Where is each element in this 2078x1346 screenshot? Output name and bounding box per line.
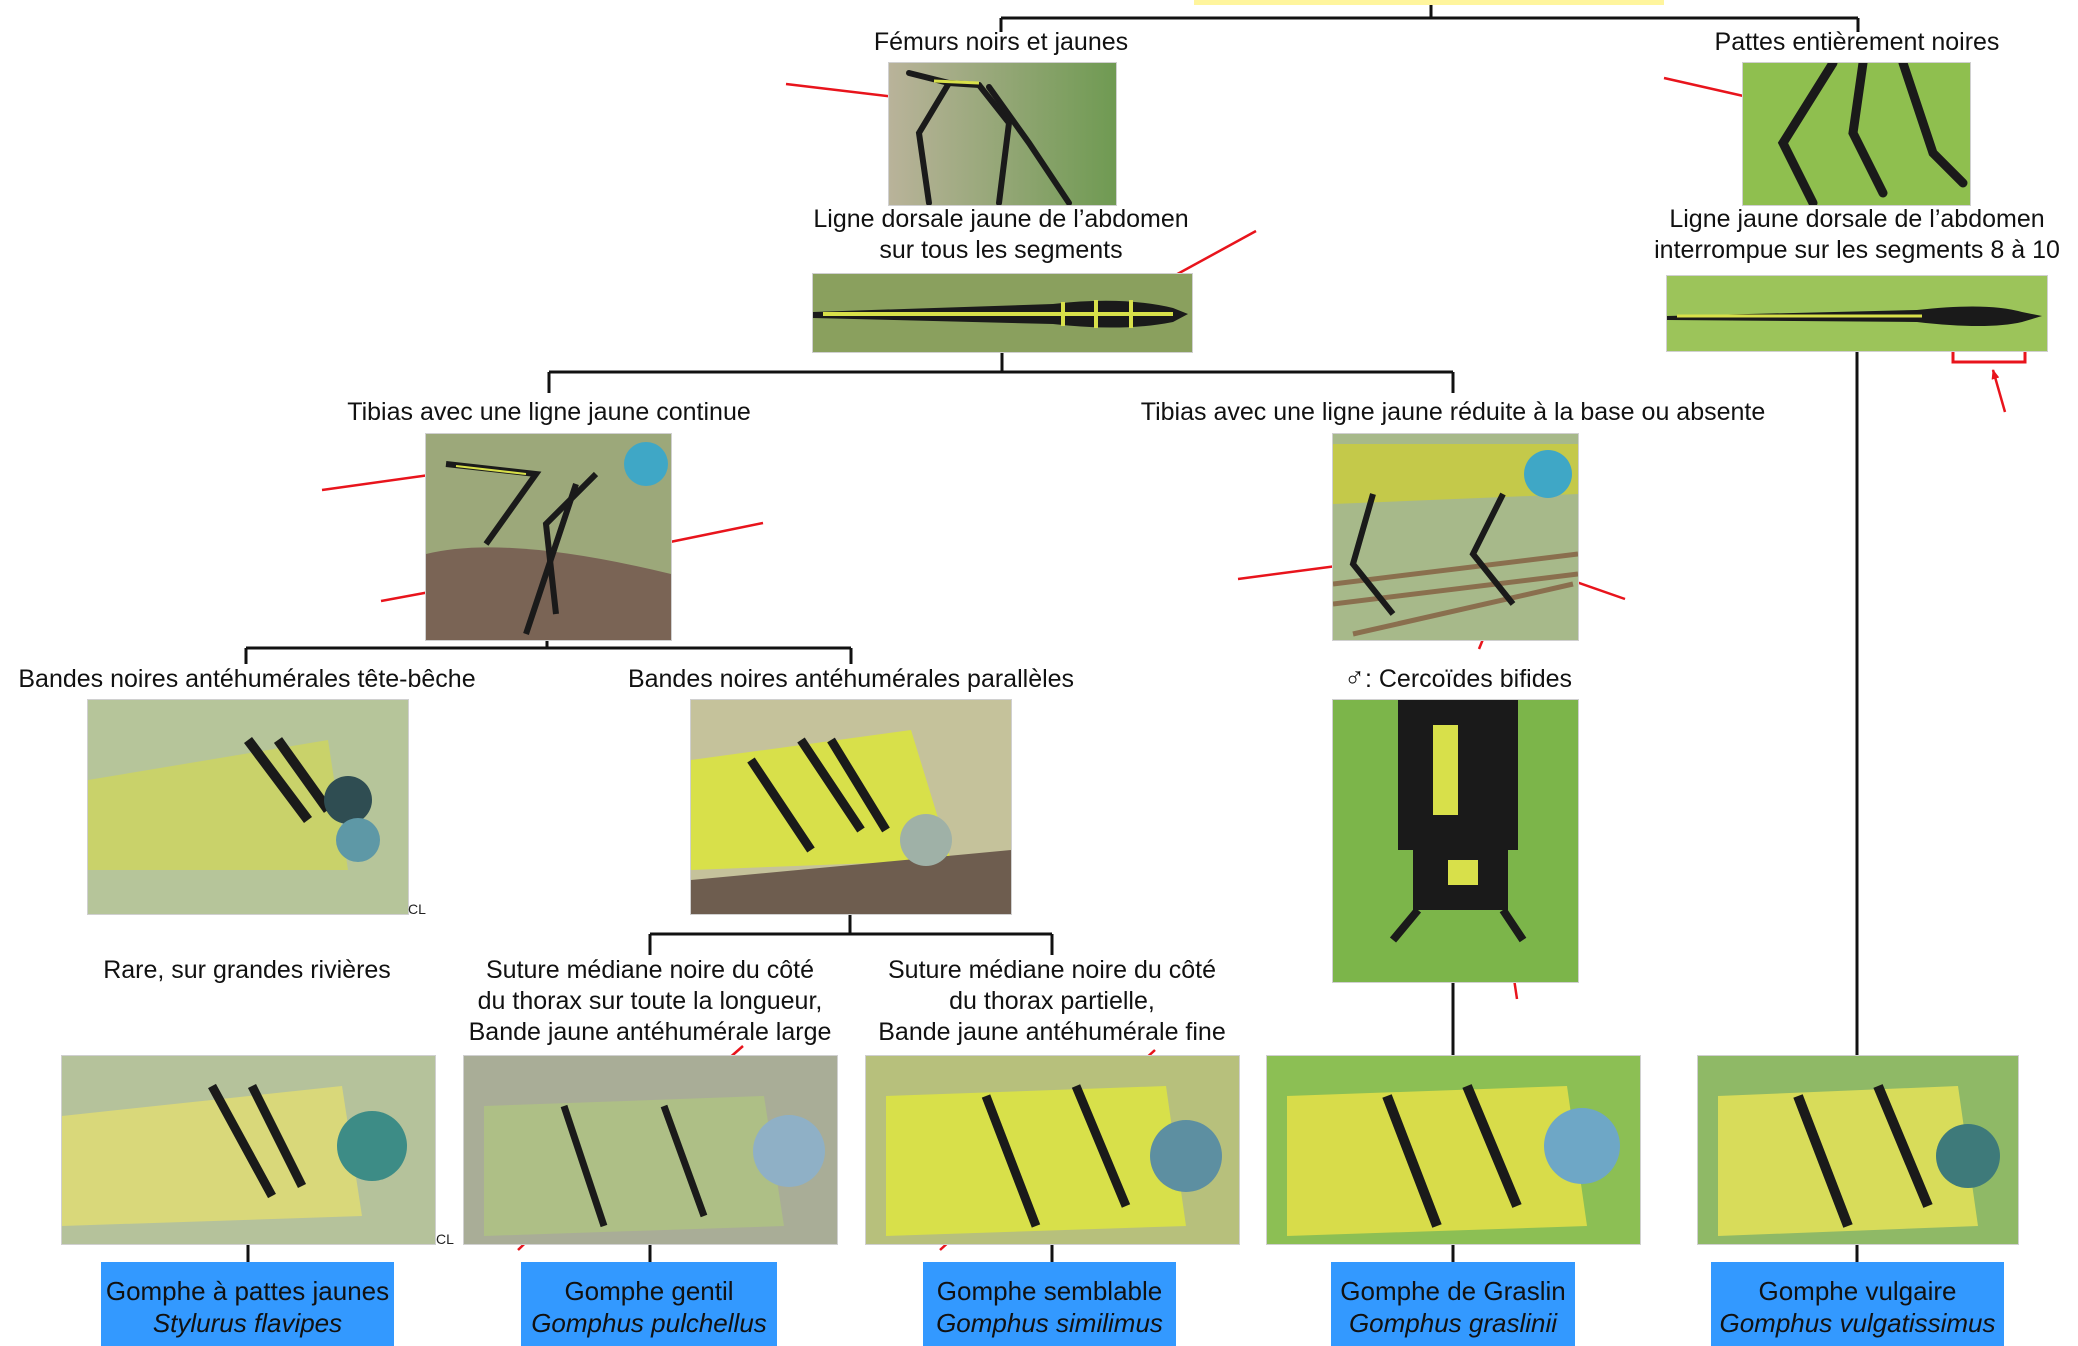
photo-tibia-reduced xyxy=(1332,433,1579,641)
criterion-suture-full-line3: Bande jaune antéhumérale large xyxy=(468,1018,832,1046)
photo-bands-headtotail xyxy=(87,699,409,915)
photo-abdomen-all-segments xyxy=(812,273,1193,353)
photo-legs-black-yellow xyxy=(888,62,1117,206)
species-latin-name: Gomphus graslinii xyxy=(1348,1308,1558,1338)
photo-gomphus-pulchellus xyxy=(463,1055,838,1245)
criterion-dorsal-line-interrupted-line1: Ligne jaune dorsale de l’abdomen xyxy=(1669,205,2045,233)
species-common-name: Gomphe de Graslin xyxy=(1340,1276,1566,1306)
species-common-name: Gomphe vulgaire xyxy=(1758,1276,1957,1306)
species-latin-name: Gomphus vulgatissimus xyxy=(1719,1308,1996,1338)
criterion-suture-partial-line1: Suture médiane noire du côté xyxy=(888,956,1216,984)
photo-abdomen-interrupted xyxy=(1666,275,2048,352)
criterion-dorsal-line-all-line1: Ligne dorsale jaune de l’abdomen xyxy=(813,205,1189,233)
criterion-cercoids-text: : Cercoïdes bifides xyxy=(1364,665,1573,693)
species-box-stylurus-flavipes: Gomphe à pattes jaunes Stylurus flavipes xyxy=(101,1262,394,1346)
photo-gomphus-vulgatissimus xyxy=(1697,1055,2019,1245)
criterion-dorsal-line-all: Ligne dorsale jaune de l’abdomen sur tou… xyxy=(813,204,1188,266)
criterion-dorsal-line-all-line2: sur tous les segments xyxy=(879,236,1123,264)
photo-legs-all-black xyxy=(1742,62,1971,206)
species-box-gomphus-pulchellus: Gomphe gentil Gomphus pulchellus xyxy=(521,1262,777,1346)
photo-cercoids xyxy=(1332,699,1579,983)
criterion-bands-headtotail: Bandes noires antéhumérales tête-bêche xyxy=(18,665,476,693)
criterion-suture-partial-line2: du thorax partielle, xyxy=(949,987,1155,1015)
criterion-cercoids: ♂: Cercoïdes bifides xyxy=(1344,662,1572,695)
species-latin-name: Gomphus pulchellus xyxy=(531,1308,767,1338)
male-symbol: ♂ xyxy=(1343,662,1365,693)
criterion-legs-all-black: Pattes entièrement noires xyxy=(1714,28,2000,56)
criterion-suture-full-line1: Suture médiane noire du côté xyxy=(486,956,814,984)
top-box-partial xyxy=(1194,0,1664,5)
criterion-suture-full: Suture médiane noire du côté du thorax s… xyxy=(469,955,832,1048)
criterion-bands-parallel: Bandes noires antéhumérales parallèles xyxy=(627,665,1075,693)
species-common-name: Gomphe à pattes jaunes xyxy=(105,1276,390,1306)
criterion-suture-full-line2: du thorax sur toute la longueur, xyxy=(477,987,823,1015)
criterion-suture-partial: Suture médiane noire du côté du thorax p… xyxy=(878,955,1226,1048)
criterion-legs-black-yellow: Fémurs noirs et jaunes xyxy=(873,28,1129,56)
criterion-tibia-reduced: Tibias avec une ligne jaune réduite à la… xyxy=(1140,398,1766,426)
species-latin-name: Gomphus similimus xyxy=(936,1308,1163,1338)
species-latin-name: Stylurus flavipes xyxy=(152,1308,343,1338)
species-box-gomphus-similimus: Gomphe semblable Gomphus similimus xyxy=(923,1262,1176,1346)
criterion-dorsal-line-interrupted: Ligne jaune dorsale de l’abdomen interro… xyxy=(1654,204,2060,266)
photo-gomphus-graslinii xyxy=(1266,1055,1641,1245)
species-common-name: Gomphe semblable xyxy=(936,1276,1163,1306)
species-common-name: Gomphe gentil xyxy=(564,1276,734,1306)
criterion-dorsal-line-interrupted-line2: interrompue sur les segments 8 à 10 xyxy=(1654,236,2060,264)
photo-tibia-continuous xyxy=(425,433,672,641)
criterion-tibia-continuous: Tibias avec une ligne jaune continue xyxy=(347,398,751,426)
species-box-gomphus-graslinii: Gomphe de Graslin Gomphus graslinii xyxy=(1331,1262,1575,1346)
credit-flavipes-photo: CL xyxy=(436,1231,454,1247)
species-box-gomphus-vulgatissimus: Gomphe vulgaire Gomphus vulgatissimus xyxy=(1711,1262,2004,1346)
note-rare-rivers: Rare, sur grandes rivières xyxy=(103,956,391,984)
photo-bands-parallel xyxy=(690,699,1012,915)
photo-stylurus-flavipes xyxy=(61,1055,436,1245)
photo-gomphus-similimus xyxy=(865,1055,1240,1245)
credit-bands-photo: CL xyxy=(408,901,426,917)
criterion-suture-partial-line3: Bande jaune antéhumérale fine xyxy=(878,1018,1226,1046)
